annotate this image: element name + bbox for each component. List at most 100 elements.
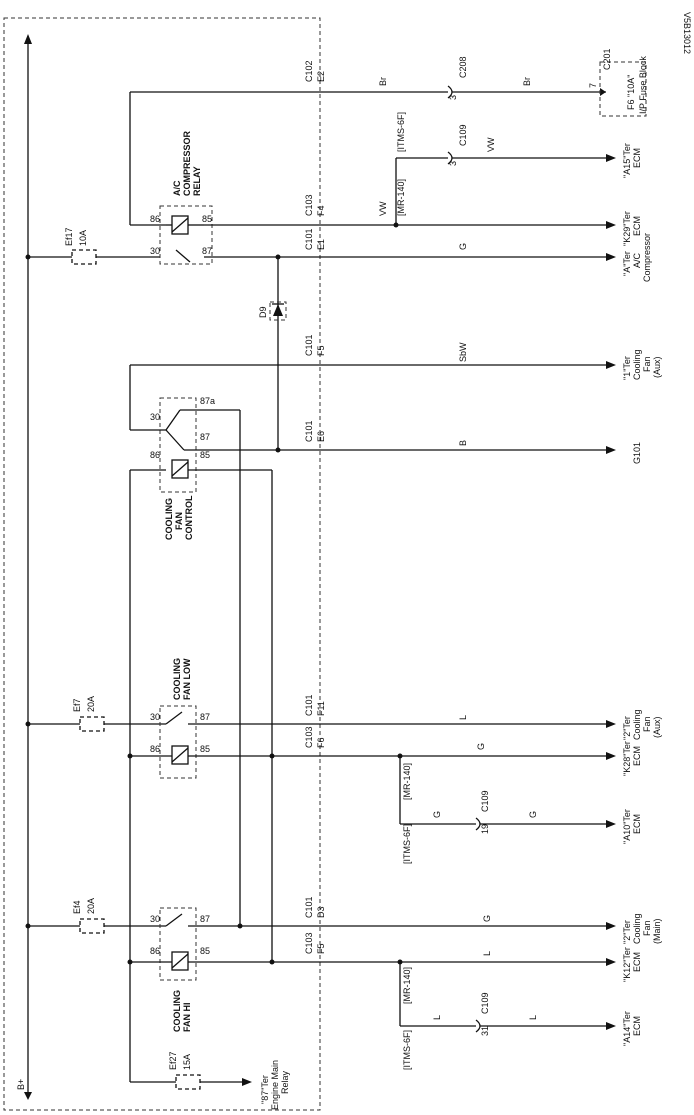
svg-text:Fan: Fan xyxy=(642,356,652,372)
ac-relay-k29: C103 F4 VW [MR-140] [ITMS-6F] 3 C109 VW … xyxy=(204,112,642,246)
svg-text:[ITMS-6F]: [ITMS-6F] xyxy=(402,824,412,864)
svg-text:COOLING: COOLING xyxy=(172,658,182,700)
svg-text:L: L xyxy=(432,1015,442,1020)
svg-text:ECM: ECM xyxy=(632,216,642,236)
svg-text:3: 3 xyxy=(448,95,458,100)
svg-text:Fan: Fan xyxy=(642,920,652,936)
svg-text:87: 87 xyxy=(202,246,212,256)
ef17-name: Ef17 xyxy=(64,227,74,246)
svg-text:C103: C103 xyxy=(304,194,314,216)
svg-text:FAN LOW: FAN LOW xyxy=(182,658,192,700)
svg-text:G: G xyxy=(458,243,468,250)
ef4-branch: Ef4 20A xyxy=(25,898,166,934)
diode-d9: D9 xyxy=(258,257,287,450)
ef27-branch: Ef27 15A "87"Ter Engine Main Relay xyxy=(130,1051,290,1110)
svg-text:C208: C208 xyxy=(458,56,468,78)
svg-text:86: 86 xyxy=(150,214,160,224)
svg-text:FAN: FAN xyxy=(174,512,184,530)
svg-text:F6: F6 xyxy=(316,737,326,748)
ac-relay-label-2: COMPRESSOR xyxy=(182,130,192,196)
fan-aux-sbw: C101 F5 SbW "1"Ter Cooling Fan (Aux) xyxy=(129,334,662,430)
svg-text:Cooling: Cooling xyxy=(632,709,642,740)
svg-text:Fan: Fan xyxy=(642,716,652,732)
ac-relay-compressor: C101 E1 G "A"Ter A/C Compressor xyxy=(204,228,652,282)
svg-text:Engine Main: Engine Main xyxy=(270,1060,280,1110)
svg-text:86: 86 xyxy=(150,450,160,460)
svg-text:"A10"Ter: "A10"Ter xyxy=(622,809,632,844)
svg-text:85: 85 xyxy=(200,946,210,956)
svg-text:G101: G101 xyxy=(632,442,642,464)
svg-text:85: 85 xyxy=(202,214,212,224)
svg-text:D9: D9 xyxy=(258,306,268,318)
svg-text:ECM: ECM xyxy=(632,746,642,766)
svg-text:"2"Ter: "2"Ter xyxy=(622,920,632,944)
svg-text:[MR-140]: [MR-140] xyxy=(402,967,412,1004)
svg-text:F5: F5 xyxy=(316,345,326,356)
svg-text:Compressor: Compressor xyxy=(642,233,652,282)
svg-text:F6 "10A": F6 "10A" xyxy=(626,75,636,110)
svg-text:"K12"Ter: "K12"Ter xyxy=(622,947,632,982)
svg-text:7: 7 xyxy=(588,83,598,88)
svg-text:(Aux): (Aux) xyxy=(652,716,662,738)
svg-text:"87"Ter: "87"Ter xyxy=(260,1075,270,1104)
svg-text:C109: C109 xyxy=(480,790,490,812)
b-plus-bus: B+ xyxy=(16,34,32,1100)
svg-text:(Aux): (Aux) xyxy=(652,356,662,378)
svg-text:ECM: ECM xyxy=(632,148,642,168)
fuse-box-enclosure xyxy=(3,17,321,1111)
b-plus-label: B+ xyxy=(16,1079,26,1090)
svg-text:C101: C101 xyxy=(304,896,314,918)
ef7-branch: Ef7 20A xyxy=(25,696,166,732)
svg-text:FAN HI: FAN HI xyxy=(182,1002,192,1032)
cooling-fan-control-relay: 86 85 30 87 87a COOLING FAN CONTROL xyxy=(130,396,606,540)
svg-text:C101: C101 xyxy=(304,228,314,250)
svg-text:VW: VW xyxy=(378,201,388,216)
k29-ter: "K29"Ter xyxy=(622,211,632,246)
svg-text:[ITMS-6F]: [ITMS-6F] xyxy=(396,112,406,152)
svg-text:F5: F5 xyxy=(316,943,326,954)
svg-text:L: L xyxy=(528,1015,538,1020)
svg-text:Relay: Relay xyxy=(280,1070,290,1094)
svg-text:85: 85 xyxy=(200,744,210,754)
svg-text:Cooling: Cooling xyxy=(632,913,642,944)
svg-text:31: 31 xyxy=(480,1026,490,1036)
cooling-fan-hi-relay: 30 87 86 85 COOLING FAN HI C101 D3 G "2"… xyxy=(127,896,662,1070)
svg-text:C201: C201 xyxy=(602,48,612,70)
svg-text:85: 85 xyxy=(200,450,210,460)
ground-g101: C101 E6 B G101 xyxy=(304,420,642,464)
svg-text:Ef7: Ef7 xyxy=(72,698,82,712)
a15-ter: "A15"Ter xyxy=(622,143,632,178)
svg-text:COOLING: COOLING xyxy=(164,498,174,540)
ef17-rating: 10A xyxy=(78,230,88,246)
svg-text:ECM: ECM xyxy=(632,952,642,972)
svg-text:30: 30 xyxy=(150,412,160,422)
svg-text:87: 87 xyxy=(200,914,210,924)
svg-text:L: L xyxy=(482,951,492,956)
svg-text:20A: 20A xyxy=(86,696,96,712)
diagram-id: V5B13012 xyxy=(682,12,692,54)
svg-text:G: G xyxy=(482,915,492,922)
cooling-fan-low-relay: 30 87 86 85 COOLING FAN LOW C101 F11 L "… xyxy=(127,658,662,864)
svg-text:G: G xyxy=(432,811,442,818)
svg-text:Ef4: Ef4 xyxy=(72,900,82,914)
svg-text:19: 19 xyxy=(480,824,490,834)
svg-text:CONTROL: CONTROL xyxy=(184,495,194,540)
svg-text:"2"Ter: "2"Ter xyxy=(622,716,632,740)
ac-relay-label-1: A/C xyxy=(172,180,182,196)
ac-compressor-relay: 86 85 30 87 A/C COMPRESSOR RELAY xyxy=(150,130,213,265)
svg-text:ECM: ECM xyxy=(632,814,642,834)
svg-text:C102: C102 xyxy=(304,60,314,82)
svg-text:C103: C103 xyxy=(304,726,314,748)
svg-text:A/C: A/C xyxy=(632,252,642,268)
control-coil-wires xyxy=(129,410,273,1082)
svg-text:Cooling: Cooling xyxy=(632,349,642,380)
svg-text:ECM: ECM xyxy=(632,1016,642,1036)
svg-text:C109: C109 xyxy=(480,992,490,1014)
svg-text:3: 3 xyxy=(448,161,458,166)
svg-text:"A14"Ter: "A14"Ter xyxy=(622,1011,632,1046)
ac-comp-ter: "A"Ter xyxy=(622,251,632,276)
svg-text:SbW: SbW xyxy=(458,342,468,362)
svg-text:E1: E1 xyxy=(316,239,326,250)
svg-text:G: G xyxy=(528,811,538,818)
svg-text:30: 30 xyxy=(150,712,160,722)
